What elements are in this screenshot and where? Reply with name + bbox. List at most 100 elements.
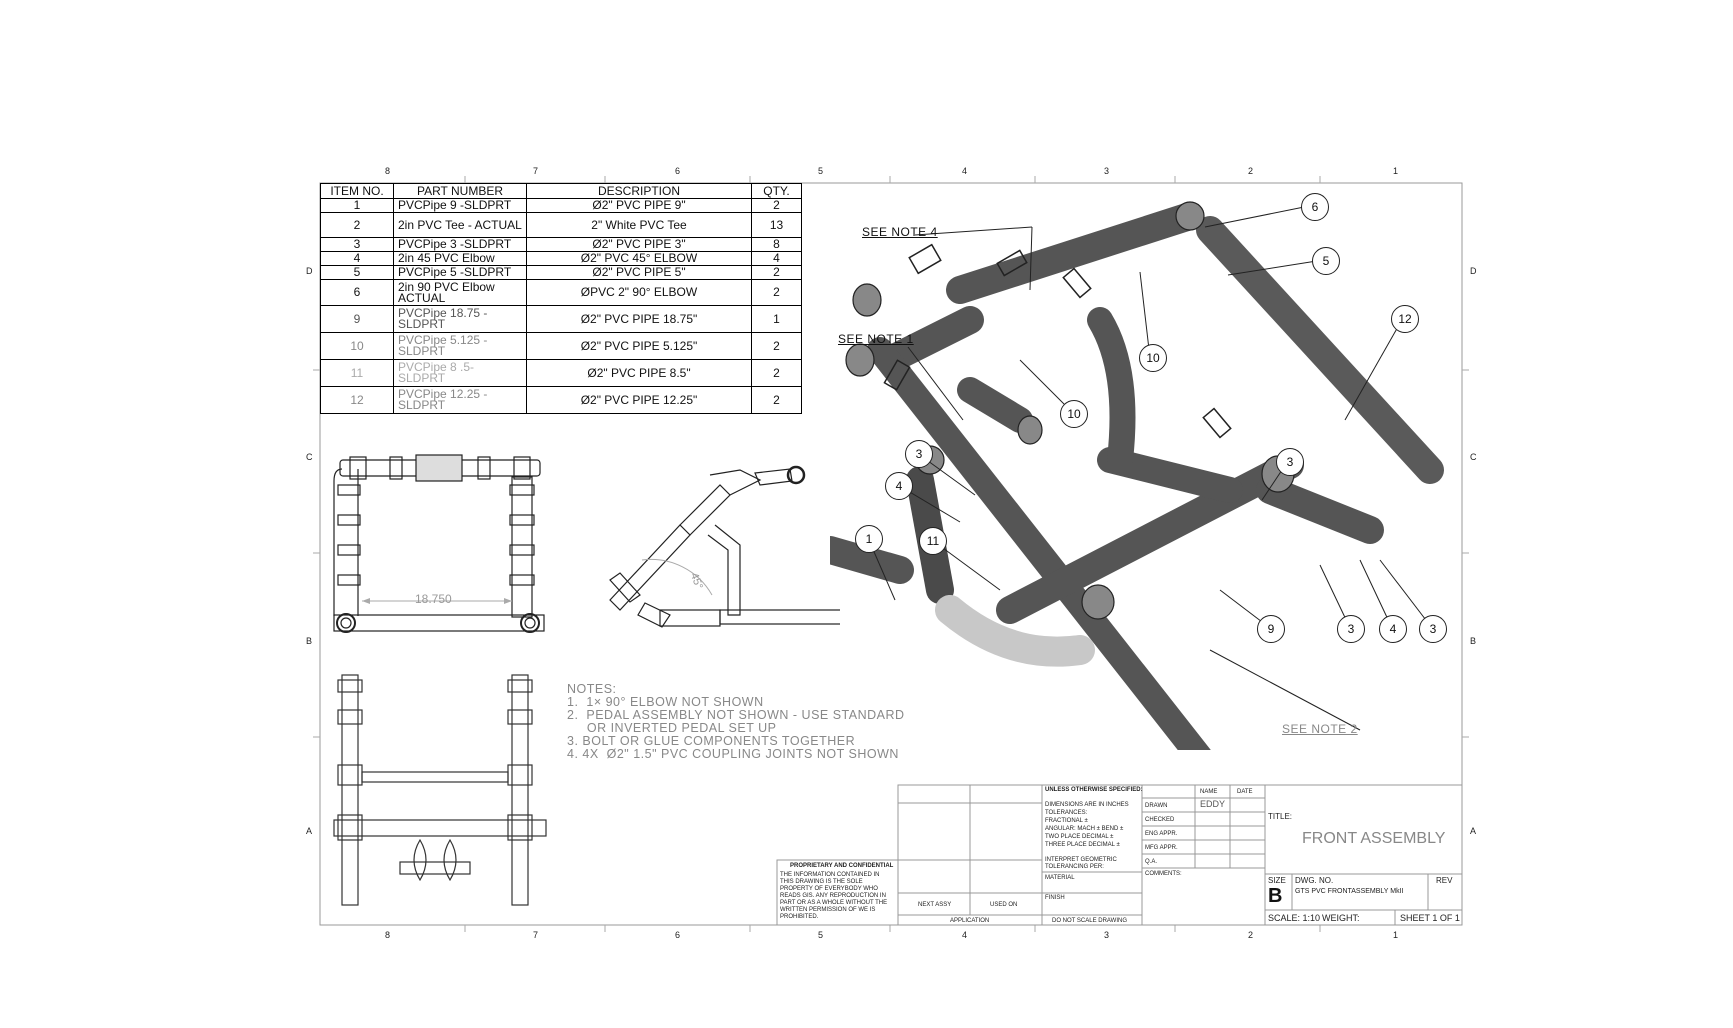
dwg-no-value: GTS PVC FRONTASSEMBLY MkII (1295, 888, 1404, 895)
isometric-assembly-view (830, 201, 1444, 750)
bom-desc: 2" White PVC Tee (526, 212, 752, 238)
bom-part: PVCPipe 5 -SLDPRT (393, 265, 527, 280)
tolerance-line: ANGULAR: MACH ± BEND ± (1045, 826, 1124, 832)
finish-label: FINISH (1045, 895, 1065, 901)
application-label: APPLICATION (950, 918, 990, 924)
balloon-10-lower: 10 (1060, 400, 1088, 428)
balloon-1: 1 (855, 525, 883, 553)
zone-col-8: 8 (385, 166, 391, 176)
note-item: OR INVERTED PEDAL SET UP (567, 721, 777, 735)
date-header: DATE (1237, 789, 1253, 795)
balloon-4-left: 4 (885, 472, 913, 500)
balloon-4-right: 4 (1379, 615, 1407, 643)
balloon-10-upper: 10 (1139, 344, 1167, 372)
bom-item: 10 (320, 332, 394, 360)
balloon-5: 5 (1312, 247, 1340, 275)
scale-label: SCALE: 1:10 (1268, 913, 1321, 923)
bom-qty: 1 (751, 305, 802, 333)
balloon-12: 12 (1391, 305, 1419, 333)
zone-col-3-bottom: 3 (1104, 930, 1110, 940)
drawn-label: DRAWN (1145, 803, 1168, 809)
dwg-no-label: DWG. NO. (1295, 876, 1334, 885)
note-item: 1. 1× 90° ELBOW NOT SHOWN (567, 695, 764, 709)
side-view-drawing (609, 465, 840, 628)
bom-item: 6 (320, 279, 394, 306)
bom-qty: 2 (751, 386, 802, 414)
sheet-number: SHEET 1 OF 1 (1400, 913, 1460, 923)
bom-desc: Ø2" PVC 45° ELBOW (526, 251, 752, 266)
top-view-drawing (333, 674, 547, 906)
tolerance-line: FRACTIONAL ± (1045, 818, 1088, 824)
balloon-9: 9 (1257, 615, 1285, 643)
rev-label: REV (1436, 876, 1453, 885)
see-note-1-callout: SEE NOTE 1 (838, 332, 914, 346)
bom-header-qty: QTY. (751, 183, 802, 199)
balloon-3-left: 3 (905, 440, 933, 468)
zone-col-6-bottom: 6 (675, 930, 681, 940)
size-label: SIZE (1268, 876, 1286, 885)
unless-specified: UNLESS OTHERWISE SPECIFIED: (1045, 787, 1143, 793)
next-assy-label: NEXT ASSY (918, 902, 952, 908)
zone-col-5-bottom: 5 (818, 930, 824, 940)
zone-col-4: 4 (962, 166, 968, 176)
used-on-label: USED ON (990, 902, 1018, 908)
see-note-2-callout: SEE NOTE 2 (1282, 722, 1358, 736)
bom-part: 2in 90 PVC Elbow ACTUAL (393, 279, 527, 306)
comments-label: COMMENTS: (1145, 871, 1182, 877)
front-width-dimension: 18.750 (415, 592, 452, 606)
zone-col-5: 5 (818, 166, 824, 176)
qa-label: Q.A. (1145, 859, 1158, 865)
bom-qty: 2 (751, 198, 802, 213)
tolerance-line: THREE PLACE DECIMAL ± (1045, 842, 1120, 848)
zone-row-b-right: B (1470, 636, 1477, 646)
bom-qty: 13 (751, 212, 802, 238)
bom-part: 2in PVC Tee - ACTUAL (393, 212, 527, 238)
title-label: TITLE: (1268, 812, 1293, 821)
zone-col-1-bottom: 1 (1393, 930, 1399, 940)
note-item: 3. BOLT OR GLUE COMPONENTS TOGETHER (567, 734, 856, 748)
bom-desc: Ø2" PVC PIPE 5" (526, 265, 752, 280)
see-note-4-callout: SEE NOTE 4 (862, 225, 938, 239)
bom-part: PVCPipe 12.25 - SLDPRT (393, 386, 527, 414)
bom-qty: 2 (751, 359, 802, 387)
bom-part: PVCPipe 8 .5- SLDPRT (393, 359, 527, 387)
do-not-scale-label: DO NOT SCALE DRAWING (1052, 918, 1128, 924)
balloon-3-right-b: 3 (1419, 615, 1447, 643)
zone-row-b: B (306, 636, 313, 646)
material-label: MATERIAL (1045, 875, 1075, 881)
zone-col-8-bottom: 8 (385, 930, 391, 940)
balloon-3-mid: 3 (1276, 448, 1304, 476)
balloon-11: 11 (919, 527, 947, 555)
mfg-appr-label: MFG APPR. (1145, 845, 1178, 851)
weight-label: WEIGHT: (1322, 913, 1360, 923)
proprietary-text: THE INFORMATION CONTAINED IN THIS DRAWIN… (780, 872, 888, 920)
eng-appr-label: ENG APPR. (1145, 831, 1178, 837)
checked-label: CHECKED (1145, 817, 1175, 823)
zone-col-3: 3 (1104, 166, 1110, 176)
front-view-drawing (333, 454, 545, 633)
sheet-size: B (1268, 885, 1283, 907)
zone-col-4-bottom: 4 (962, 930, 968, 940)
drawing-notes: NOTES: 1. 1× 90° ELBOW NOT SHOWN 2. PEDA… (567, 683, 905, 761)
balloon-6: 6 (1301, 193, 1329, 221)
note-item: 2. PEDAL ASSEMBLY NOT SHOWN - USE STANDA… (567, 708, 905, 722)
proprietary-title: PROPRIETARY AND CONFIDENTIAL (790, 863, 894, 869)
bom-desc: Ø2" PVC PIPE 9" (526, 198, 752, 213)
zone-row-a: A (306, 826, 313, 836)
zone-col-6: 6 (675, 166, 681, 176)
zone-row-d: D (306, 266, 313, 276)
zone-row-d-right: D (1470, 266, 1477, 276)
zone-col-7: 7 (533, 166, 539, 176)
tolerance-line: TOLERANCES: (1045, 810, 1088, 816)
drawing-title: FRONT ASSEMBLY (1302, 830, 1446, 847)
bom-item: 12 (320, 386, 394, 414)
zone-row-c-right: C (1470, 452, 1477, 462)
drawn-by-value: EDDY (1200, 799, 1226, 809)
